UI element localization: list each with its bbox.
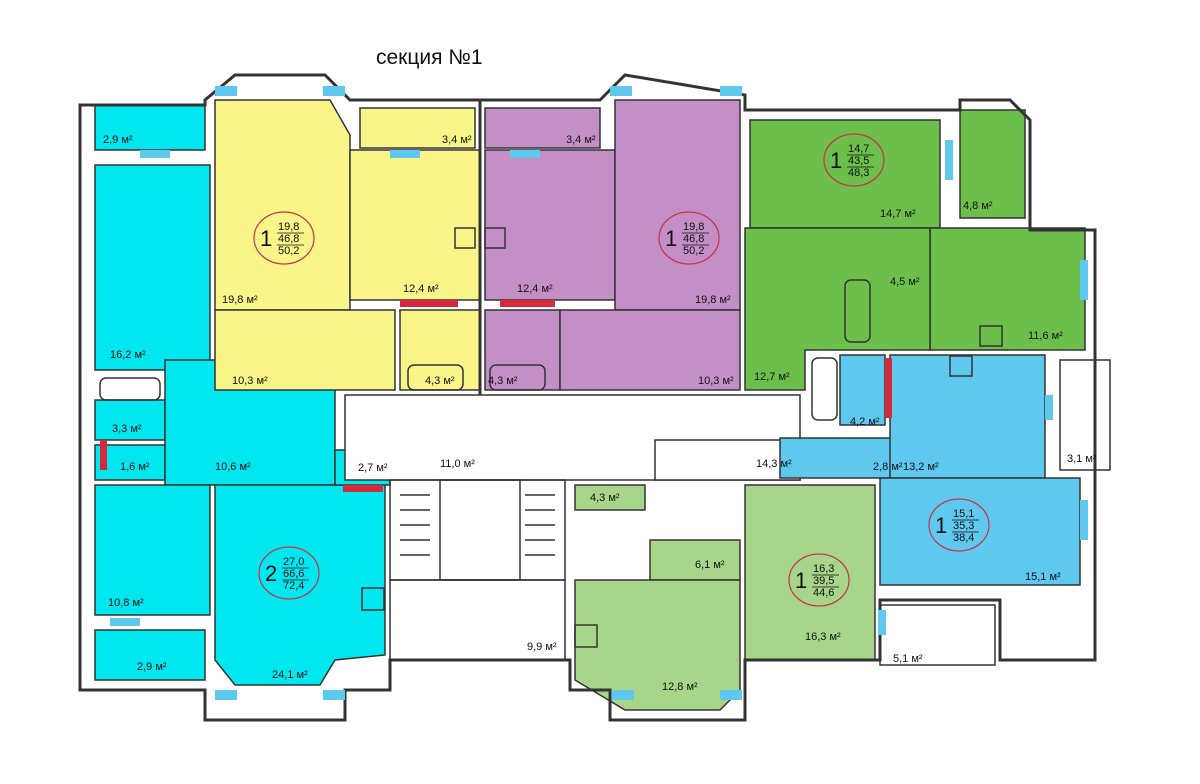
room-r28: [574, 484, 646, 511]
room-area-label: 16,2 м²: [110, 349, 146, 361]
apartment-room-count: 1: [260, 226, 272, 251]
room-r2: [94, 164, 211, 371]
apartment-total-area: 46,8: [278, 233, 299, 245]
apartment-room-count: 1: [795, 568, 807, 593]
apartment-total-area: 46,8: [683, 233, 704, 245]
room-r35: [879, 477, 1081, 586]
room-r13: [214, 309, 396, 391]
apartment-living-area: 19,8: [278, 221, 299, 233]
apartment-circle: [823, 133, 885, 187]
apartment-room-count: 1: [665, 226, 677, 251]
apartment-gross-area: 48,3: [848, 167, 869, 179]
apartment-room-count: 1: [935, 513, 947, 538]
apartment-circle: [253, 211, 315, 265]
room-area-label: 6,1 м²: [695, 559, 725, 571]
apartment-gross-area: 50,2: [278, 245, 299, 257]
apartment-circle: [258, 546, 320, 600]
room-r8: [214, 484, 386, 686]
room-area-label: 15,1 м²: [1025, 571, 1061, 583]
apartment-total-area: 35,3: [953, 520, 974, 532]
room-area-label: 12,4 м²: [517, 283, 553, 295]
room-area-label: 10,6 м²: [215, 461, 251, 473]
apartment-badge: 1 14,743,548,3: [823, 133, 885, 187]
room-area-label: 4,2 м²: [850, 416, 880, 428]
apartment-badge: 2 27,066,672,4: [258, 546, 320, 600]
wall-lines: [78, 73, 1097, 722]
room-area-label: 16,3 м²: [805, 631, 841, 643]
apartment-circle: [928, 498, 990, 552]
apartment-total-area: 39,5: [813, 575, 834, 587]
room-area-label: 19,8 м²: [695, 294, 731, 306]
room-r21: [959, 109, 1026, 219]
apartment-room-count: 1: [830, 148, 842, 173]
room-area-label: 3,4 м²: [566, 134, 596, 146]
room-area-label: 2,8 м²: [873, 461, 903, 473]
apartment-badge: 1 15,135,338,4: [928, 498, 990, 552]
room-r24: [744, 227, 931, 391]
room-area-label: 10,3 м²: [698, 375, 734, 387]
room-area-label: 4,3 м²: [590, 492, 620, 504]
apartment-room-count: 2: [265, 561, 277, 586]
room-r36: [1059, 359, 1111, 471]
apartment-gross-area: 38,4: [953, 532, 974, 544]
room-area-label: 12,4 м²: [403, 283, 439, 295]
apartment-living-area: 16,3: [813, 563, 834, 575]
room-r7: [94, 629, 206, 681]
apartment-badge: 1 16,339,544,6: [788, 553, 850, 607]
room-area-label: 19,8 м²: [222, 294, 258, 306]
apartment-circle: [788, 553, 850, 607]
section-title: секция №1: [376, 46, 483, 69]
apartment-badge: 1 19,846,850,2: [253, 211, 315, 265]
room-area-label: 10,3 м²: [232, 375, 268, 387]
room-area-label: 12,8 м²: [662, 681, 698, 693]
room-area-label: 3,1 м²: [1067, 453, 1097, 465]
room-area-label: 4,3 м²: [425, 375, 455, 387]
room-area-label: 9,9 м²: [527, 641, 557, 653]
room-r12: [349, 149, 481, 301]
room-area-label: 3,4 м²: [442, 134, 472, 146]
room-area-label: 4,8 м²: [963, 200, 993, 212]
apartment-total-area: 43,5: [848, 155, 869, 167]
apartment-living-area: 15,1: [953, 508, 974, 520]
room-area-label: 10,8 м²: [108, 597, 144, 609]
room-r10: [214, 99, 351, 311]
room-r26: [654, 439, 801, 481]
room-r6: [94, 484, 211, 616]
room-area-label: 11,0 м²: [440, 458, 475, 470]
room-r19: [559, 309, 741, 391]
room-area-label: 3,3 м²: [112, 423, 142, 435]
room-r18: [614, 99, 741, 311]
room-r11: [359, 107, 476, 149]
room-area-label: 4,5 м²: [890, 276, 920, 288]
room-area-label: 24,1 м²: [272, 669, 308, 681]
apartment-gross-area: 44,6: [813, 587, 834, 599]
apartment-circle: [658, 211, 720, 265]
apartment-living-area: 27,0: [283, 556, 304, 568]
room-r30: [574, 579, 741, 711]
apartment-living-area: 14,7: [848, 143, 869, 155]
room-area-label: 13,2 м²: [903, 461, 939, 473]
room-area-label: 5,1 м²: [893, 653, 923, 665]
apartment-living-area: 19,8: [683, 221, 704, 233]
room-area-label: 12,7 м²: [754, 371, 790, 383]
room-area-label: 14,3 м²: [756, 458, 792, 470]
room-r16: [484, 149, 616, 301]
room-area-label: 11,6 м²: [1028, 330, 1063, 342]
room-area-label: 2,9 м²: [137, 661, 167, 673]
room-area-label: 14,7 м²: [880, 208, 916, 220]
apartment-total-area: 66,6: [283, 568, 304, 580]
apartment-gross-area: 50,2: [683, 245, 704, 257]
room-r32: [839, 354, 886, 426]
room-area-label: 2,9 м²: [103, 134, 133, 146]
room-area-label: 1,6 м²: [120, 461, 150, 473]
room-area-label: 4,3 м²: [488, 375, 518, 387]
room-area-label: 2,7 м²: [358, 462, 388, 474]
apartment-badge: 1 19,846,850,2: [658, 211, 720, 265]
room-r15: [484, 107, 601, 149]
apartment-gross-area: 72,4: [283, 580, 304, 592]
room-r34: [889, 354, 1046, 479]
